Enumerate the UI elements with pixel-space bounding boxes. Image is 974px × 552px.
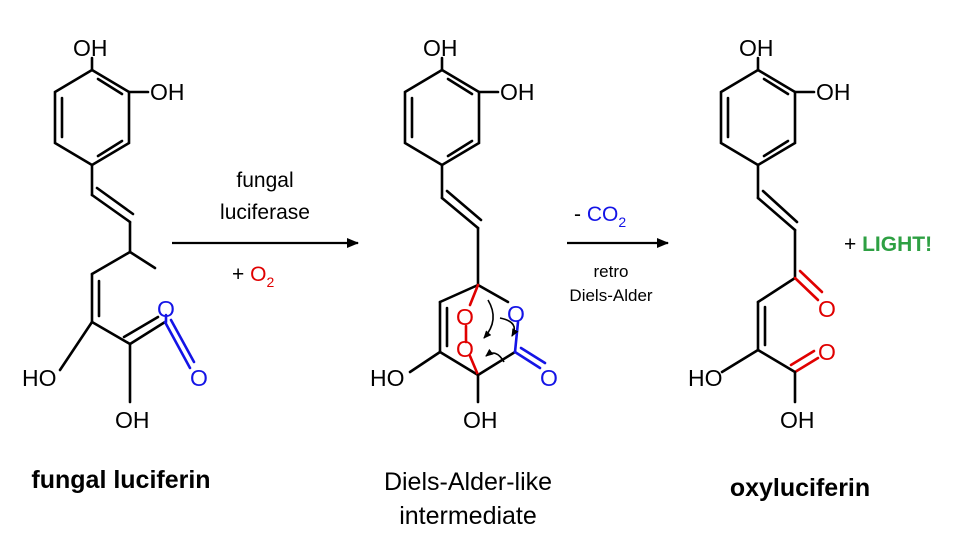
caption-oxyluciferin: oxyluciferin [730, 474, 870, 502]
oh-label: OH [73, 35, 108, 61]
caption-intermediate-line2: intermediate [399, 502, 537, 530]
pyrone-ring-1 [58, 250, 196, 404]
oxygen-reagent-label: + O2 [232, 263, 274, 290]
catechol-ring-1 [53, 56, 150, 167]
catechol-ring-2 [403, 56, 500, 167]
retro-label-line2: Diels-Alder [569, 286, 652, 305]
ring-oxygen-label: O [507, 301, 525, 327]
peroxide-oxygen-label: O [456, 336, 474, 362]
open-chain [720, 163, 824, 404]
retro-label-line1: retro [594, 262, 629, 281]
ho-label: HO [22, 365, 57, 391]
catalyst-label-line2: luciferase [220, 201, 310, 224]
ho-label: HO [688, 365, 723, 391]
bicyclic-core [408, 283, 547, 404]
reaction-arrow-1: fungal luciferase + O2 [172, 169, 359, 290]
reaction-arrow-2: - CO2 retro Diels-Alder [567, 203, 669, 305]
carbonyl-oxygen-label: O [540, 365, 558, 391]
vinyl-linker-2 [440, 163, 483, 287]
oh-label: OH [463, 407, 498, 433]
caption-fungal-luciferin: fungal luciferin [31, 466, 210, 494]
oh-label: OH [780, 407, 815, 433]
oh-label: OH [739, 35, 774, 61]
ring-oxygen-label: O [157, 296, 175, 322]
oh-label: OH [115, 407, 150, 433]
ho-label: HO [370, 365, 405, 391]
catechol-ring-3 [719, 56, 816, 167]
caption-intermediate-line1: Diels-Alder-like [384, 468, 552, 496]
ketone-oxygen-label: O [818, 296, 836, 322]
peroxide-oxygen-label: O [456, 304, 474, 330]
molecule-intermediate: OH OH O O O O HO OH [370, 35, 558, 433]
oh-label: OH [423, 35, 458, 61]
molecule-fungal-luciferin: OH OH O O HO OH [22, 35, 208, 433]
light-label: + LIGHT! [844, 233, 932, 256]
co2-loss-label: - CO2 [574, 203, 626, 230]
catalyst-label-line1: fungal [236, 169, 293, 192]
oh-label: OH [150, 79, 185, 105]
oh-label: OH [816, 79, 851, 105]
vinyl-linker-1 [90, 163, 135, 254]
molecule-oxyluciferin: OH OH O O HO OH [688, 35, 851, 433]
electron-flow-arrows [483, 299, 519, 363]
carbonyl-oxygen-label: O [190, 365, 208, 391]
acid-oxygen-label: O [818, 339, 836, 365]
oh-label: OH [500, 79, 535, 105]
